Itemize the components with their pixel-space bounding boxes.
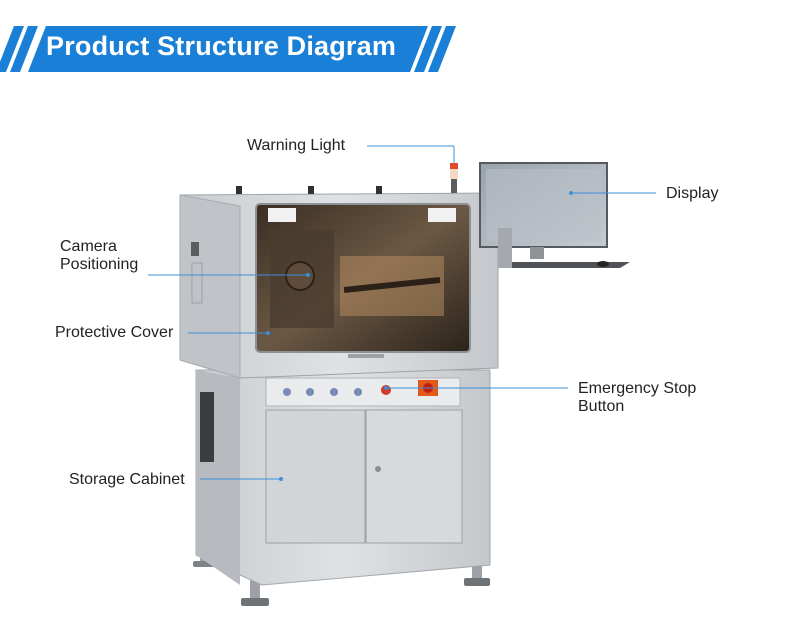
label-warning-light: Warning Light (247, 137, 346, 154)
label-display: Display (666, 185, 719, 202)
banner-stripe-left-2 (10, 26, 38, 72)
label-emergency-stop-line2: Button (578, 398, 625, 415)
cabinet-door-right (365, 409, 463, 544)
banner-body (28, 26, 428, 72)
label-storage-cabinet: Storage Cabinet (69, 471, 185, 488)
leader-dots (266, 191, 573, 481)
window-internals (270, 230, 444, 328)
label-camera-positioning-line1: Camera (60, 238, 117, 255)
label-emergency-stop-line1: Emergency Stop (578, 380, 697, 397)
cabinet-lock (375, 466, 381, 472)
banner-stripe-right-2 (428, 26, 456, 72)
label-camera-positioning-line2: Positioning (60, 256, 139, 273)
warning-light (450, 163, 458, 193)
label-emergency-stop: Emergency Stop Button (578, 380, 696, 416)
label-protective-cover: Protective Cover (55, 324, 174, 341)
banner-stripe-right-1 (414, 26, 442, 72)
title-banner (0, 26, 456, 72)
label-camera-positioning: Camera Positioning (60, 238, 138, 274)
cabinet-door-left (265, 409, 366, 544)
display (479, 162, 630, 268)
leader-lines (148, 145, 656, 480)
page-title: Product Structure Diagram (46, 31, 397, 61)
banner-stripe-left-1 (0, 26, 24, 72)
